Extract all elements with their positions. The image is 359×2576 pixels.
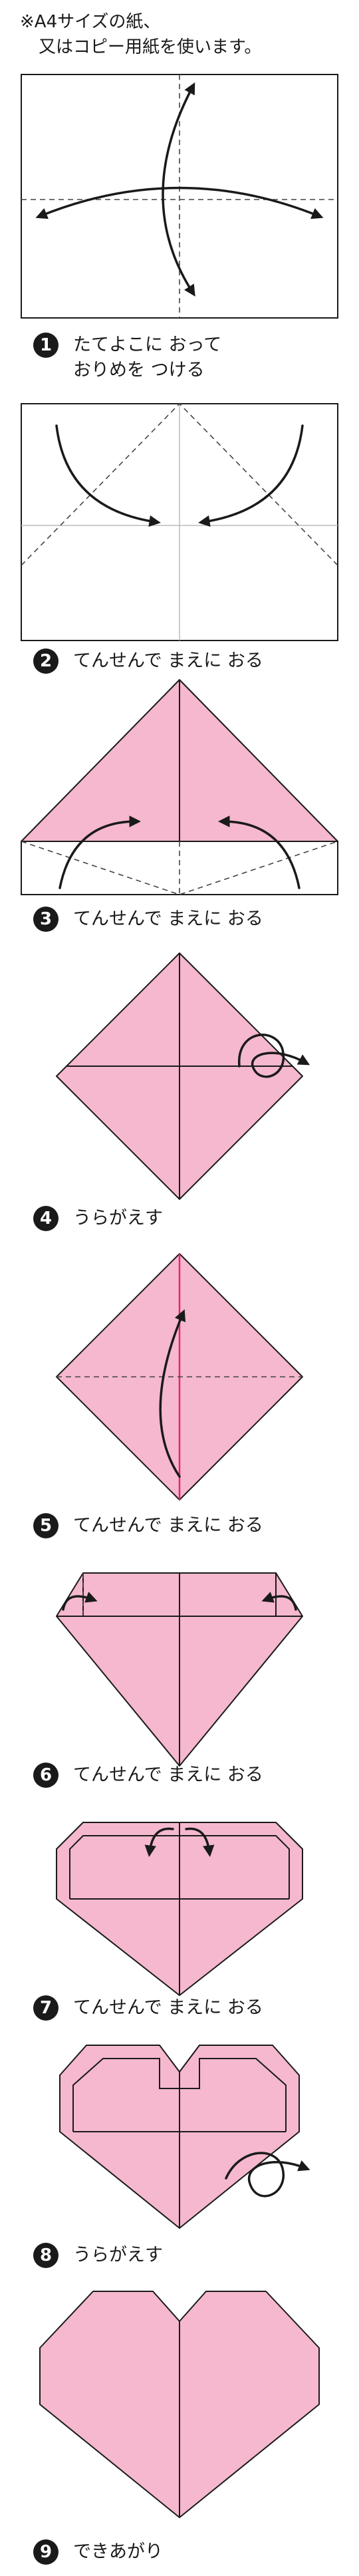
right-top-arrow <box>185 1827 215 1857</box>
step-4-text: うらがえす <box>73 1208 163 1228</box>
step-3-caption: 3 てんせんで まえに おる <box>33 907 263 932</box>
intro-line-2: 又はコピー用紙を使います。 <box>39 37 262 57</box>
step-2-caption: 2 てんせんで まえに おる <box>33 648 263 674</box>
diagonal-fold-lines <box>21 402 338 566</box>
diagram-step-2 <box>20 402 339 642</box>
bottom-strip <box>21 841 338 895</box>
horizontal-fold-arrow <box>35 186 324 219</box>
step-1-text-line-1: たてよこに おって <box>73 335 222 355</box>
finished-heart-drawing <box>39 2291 320 2518</box>
diagram-step-1 <box>20 73 339 319</box>
heart-turn-over-drawing <box>59 2045 310 2229</box>
turn-over-arrow <box>225 2152 310 2198</box>
tip-fold-drawing <box>56 1253 303 1501</box>
diagram-step-7 <box>20 1799 339 1999</box>
left-top-arrow <box>144 1827 174 1857</box>
vertical-fold-arrow <box>162 82 195 297</box>
step-1-caption: 1 たてよこに おって おりめを つける <box>33 333 221 383</box>
step-3-text: てんせんで まえに おる <box>73 909 263 929</box>
step-number-3: 3 <box>33 907 59 932</box>
step-6-caption: 6 てんせんで まえに おる <box>33 1763 263 1788</box>
step-number-7: 7 <box>33 1995 59 2021</box>
step-8-caption: 8 うらがえす <box>33 2243 163 2268</box>
step-7-text: てんせんで まえに おる <box>73 1997 263 2018</box>
step-number-6: 6 <box>33 1763 59 1788</box>
sheet-crease-drawing <box>21 74 338 319</box>
diagram-step-9 <box>20 2288 339 2521</box>
right-fold-up-arrow <box>218 815 300 889</box>
step-5-caption: 5 てんせんで まえに おる <box>33 1513 263 1538</box>
step-number-8: 8 <box>33 2243 59 2268</box>
turn-over-arrow <box>238 1034 310 1078</box>
diagram-step-8 <box>20 2039 339 2231</box>
left-side-arrow <box>62 1592 98 1611</box>
step-number-4: 4 <box>33 1206 59 1231</box>
step-number-5: 5 <box>33 1513 59 1538</box>
intro-note: ※A4サイズの紙、 又はコピー用紙を使います。 <box>20 9 261 60</box>
right-corner-arrow <box>198 424 304 527</box>
step-2-text: てんせんで まえに おる <box>73 650 263 671</box>
step-1-text-line-2: おりめを つける <box>73 360 205 380</box>
step-7-caption: 7 てんせんで まえに おる <box>33 1995 263 2021</box>
diagram-step-5 <box>20 1250 339 1510</box>
diagram-step-4 <box>20 950 339 1209</box>
fold-up-arrow <box>159 1309 186 1478</box>
right-side-arrow <box>261 1592 297 1611</box>
step-number-9: 9 <box>33 2539 59 2565</box>
turn-over-drawing <box>56 952 310 1200</box>
step-9-text: できあがり <box>73 2541 163 2562</box>
corner-fold-drawing <box>21 402 338 641</box>
diagram-step-6 <box>20 1553 339 1769</box>
step-4-caption: 4 うらがえす <box>33 1206 163 1231</box>
left-fold-up-arrow <box>59 815 141 889</box>
top-corner-fold-drawing <box>56 1822 303 1996</box>
bottom-fold-drawing <box>21 679 338 895</box>
step-number-2: 2 <box>33 648 59 674</box>
step-5-text: てんせんで まえに おる <box>73 1515 263 1536</box>
step-number-1: 1 <box>33 333 59 358</box>
side-fold-drawing <box>56 1572 303 1767</box>
step-9-caption: 9 できあがり <box>33 2539 163 2565</box>
left-corner-arrow <box>55 424 161 527</box>
intro-line-1: ※A4サイズの紙、 <box>20 12 161 32</box>
step-6-text: てんせんで まえに おる <box>73 1765 263 1785</box>
step-8-text: うらがえす <box>73 2245 163 2265</box>
diagram-step-3 <box>20 678 339 898</box>
